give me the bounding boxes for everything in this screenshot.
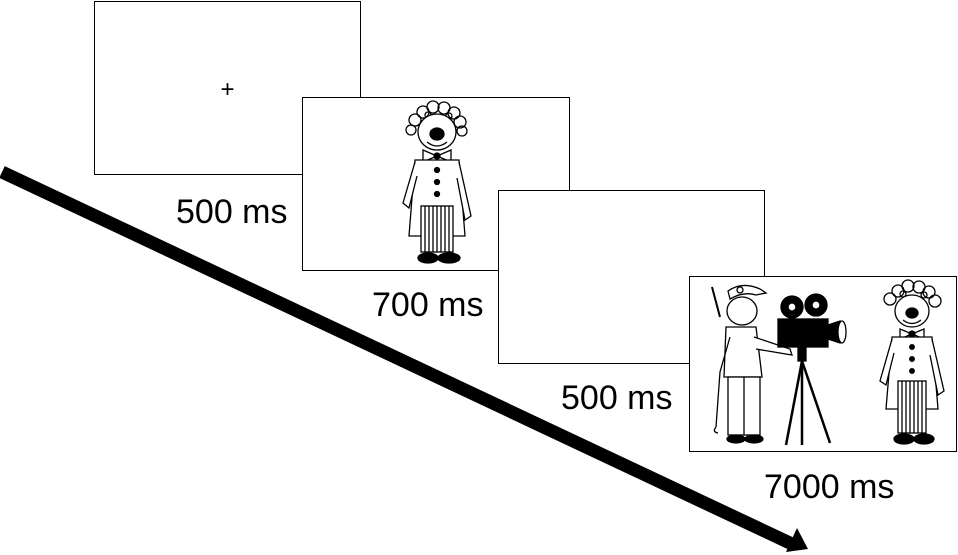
clown-illustration	[402, 100, 472, 264]
duration-label-scene: 7000 ms	[764, 468, 895, 506]
duration-label-clown: 700 ms	[372, 286, 484, 324]
duration-label-blank: 500 ms	[561, 379, 673, 417]
fixation-cross: +	[220, 76, 235, 103]
duration-label-fixation: 500 ms	[176, 193, 288, 231]
scene-frame	[689, 276, 957, 452]
movie-camera-icon	[777, 293, 847, 446]
clown-icon	[879, 279, 945, 445]
clown-icon	[402, 100, 472, 264]
boy-icon	[711, 284, 793, 444]
scene-illustration	[711, 279, 945, 446]
